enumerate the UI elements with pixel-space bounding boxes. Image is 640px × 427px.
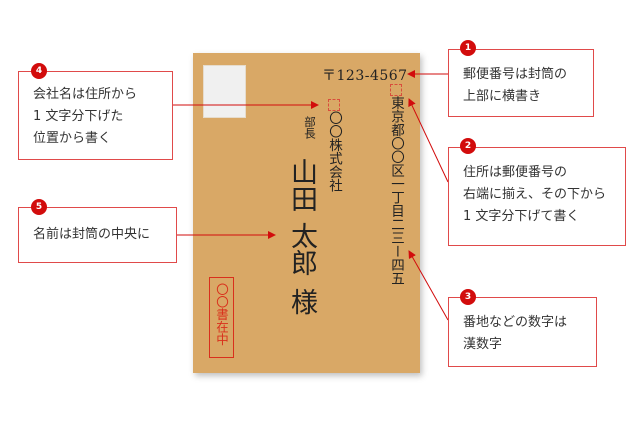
callout-text: 1 文字分下げた	[33, 109, 124, 124]
honorific: 様	[286, 288, 317, 315]
callout-4: 会社名は住所から 1 文字分下げた 位置から書く	[18, 71, 173, 160]
indent-placeholder	[328, 99, 340, 111]
callout-text: 番地などの数字は	[463, 315, 568, 330]
callout-text: 上部に横書き	[463, 89, 542, 104]
address-column: 東京都〇〇区一丁目二三ー四五	[388, 84, 404, 285]
callout-text: 位置から書く	[33, 131, 112, 146]
job-title: 部長	[303, 116, 317, 139]
callout-text: 1 文字分下げて書く	[463, 209, 580, 224]
enclosure-stamp-box: 〇〇書在中	[209, 277, 234, 358]
callout-text: 住所は郵便番号の	[463, 165, 568, 180]
badge-2: 2	[460, 138, 476, 154]
badge-3: 3	[460, 289, 476, 305]
callout-2: 住所は郵便番号の 右端に揃え、その下から 1 文字分下げて書く	[448, 147, 626, 246]
callout-text: 右端に揃え、その下から	[463, 187, 607, 202]
name-given: 太郎	[286, 222, 317, 276]
callout-text: 郵便番号は封筒の	[463, 67, 568, 82]
address: 東京都〇〇区一丁目二三ー四五	[388, 96, 404, 285]
postal-code: 〒123-4567	[322, 68, 408, 84]
name-family: 山田	[286, 158, 317, 212]
callout-text: 名前は封筒の中央に	[33, 227, 151, 242]
callout-5: 名前は封筒の中央に	[18, 207, 177, 263]
leader-line-2	[408, 98, 449, 183]
badge-5: 5	[31, 199, 47, 215]
leader-line-3	[408, 250, 449, 321]
callout-text: 漢数字	[463, 337, 503, 352]
badge-1: 1	[460, 40, 476, 56]
callout-text: 会社名は住所から	[33, 87, 138, 102]
badge-4: 4	[31, 63, 47, 79]
indent-placeholder	[390, 84, 402, 96]
callout-3: 番地などの数字は 漢数字	[448, 297, 597, 367]
company-name: 〇〇株式会社	[326, 111, 342, 192]
enclosure-note: 〇〇書在中	[214, 283, 229, 346]
callout-1: 郵便番号は封筒の 上部に横書き	[448, 49, 594, 117]
company-column: 〇〇株式会社	[326, 99, 342, 192]
stamp-area	[203, 65, 246, 118]
